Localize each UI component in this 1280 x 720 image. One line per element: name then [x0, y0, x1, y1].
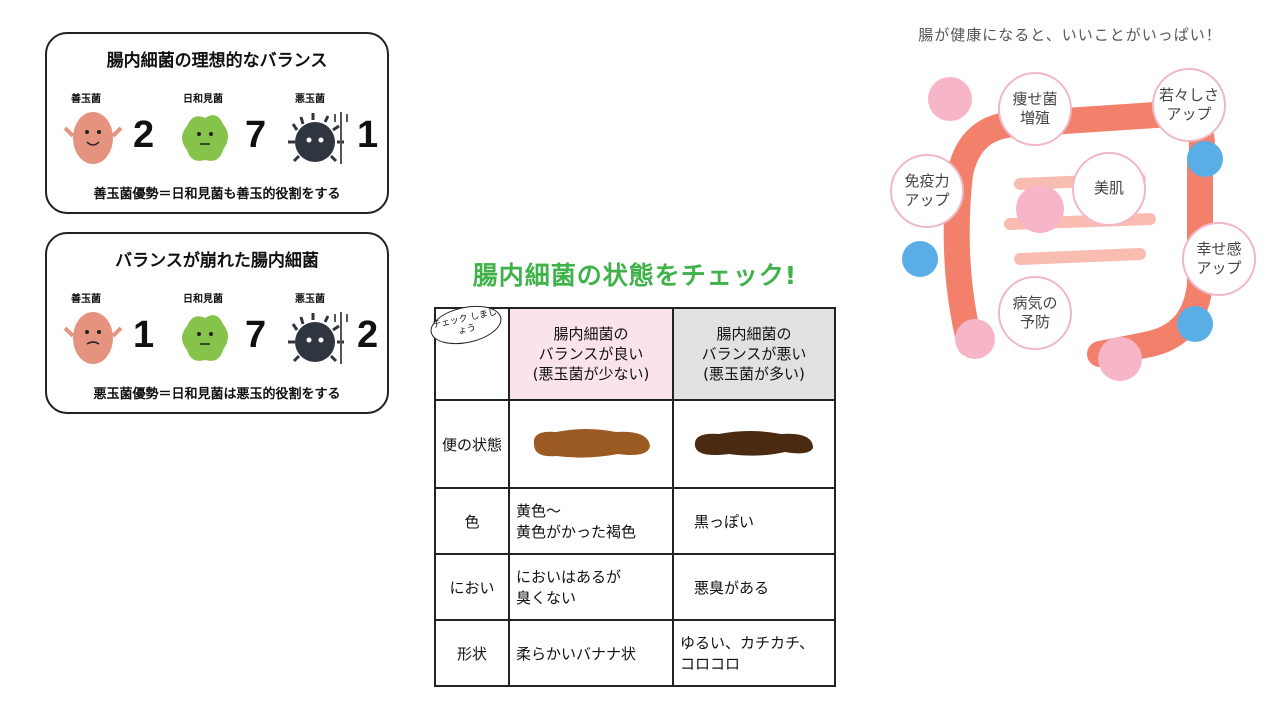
good-stool-icon: [533, 429, 650, 458]
bacteria-label: 悪玉菌: [295, 94, 325, 105]
table-row: におい においはあるが 臭くない 悪臭がある: [434, 553, 836, 621]
neutral-bacteria-icon: [182, 315, 228, 361]
bad-cell: ゆるい、カチカチ、 コロコロ: [672, 619, 836, 687]
table-row: 形状 柔らかいバナナ状 ゆるい、カチカチ、 コロコロ: [434, 619, 836, 687]
bacteria-ratio: 1: [133, 314, 155, 356]
bacteria-label: 悪玉菌: [295, 294, 325, 305]
header-line: (悪玉菌が少ない): [532, 365, 650, 384]
speech-bubble: チェック しましょう: [427, 299, 505, 351]
bad-stool-icon: [694, 431, 813, 456]
header-good-balance: 腸内細菌の バランスが良い (悪玉菌が少ない): [508, 307, 674, 401]
check-table: チェック しましょう 腸内細菌の バランスが良い (悪玉菌が少ない) 腸内細菌の…: [427, 299, 836, 687]
row-label: におい: [434, 553, 510, 621]
good-bacteria-group: 善玉菌 2: [55, 90, 165, 176]
benefit-circle: 美肌: [1072, 152, 1146, 226]
header-bad-balance: 腸内細菌の バランスが悪い (悪玉菌が多い): [672, 307, 836, 401]
check-table-title: 腸内細菌の状態をチェック!: [472, 261, 798, 290]
benefit-circle: 若々しさ アップ: [1152, 68, 1226, 142]
stool-good-cell: [508, 399, 674, 489]
neutral-bacteria-group: 日和見菌 7: [167, 290, 277, 376]
bacteria-ratio: 1: [357, 114, 379, 156]
row-label: 便の状態: [434, 399, 510, 489]
card-title: バランスが崩れた腸内細菌: [115, 251, 319, 271]
benefit-circle: 免疫力 アップ: [890, 154, 964, 228]
table-row: 色 黄色〜 黄色がかった褐色 黒っぽい: [434, 487, 836, 555]
bacteria-label: 日和見菌: [183, 294, 223, 305]
neutral-bacteria-group: 日和見菌 7: [167, 90, 277, 176]
good-cell: 黄色〜 黄色がかった褐色: [508, 487, 674, 555]
good-bacteria-icon: [63, 312, 123, 364]
card-footer: 悪玉菌優勢＝日和見菌は悪玉的役割をする: [93, 387, 341, 402]
header-line: バランスが悪い: [701, 344, 807, 363]
header-line: (悪玉菌が多い): [703, 365, 805, 384]
header-line: 腸内細菌の: [716, 324, 792, 343]
card-footer: 善玉菌優勢＝日和見菌も善玉的役割をする: [93, 187, 341, 202]
bacteria-ratio: 2: [133, 114, 155, 156]
bacteria-label: 善玉菌: [71, 94, 101, 105]
bacteria-label: 日和見菌: [183, 94, 223, 105]
row-label: 形状: [434, 619, 510, 687]
bad-bacteria-group: 悪玉菌 2: [279, 290, 389, 376]
card-title: 腸内細菌の理想的なバランス: [106, 51, 328, 71]
bad-bacteria-group: 悪玉菌 1: [279, 90, 389, 176]
good-bacteria-icon: [63, 112, 123, 164]
unbalanced-card: バランスが崩れた腸内細菌 善玉菌 1 日和見菌 7 悪玉菌 2 悪玉菌: [45, 232, 389, 414]
benefit-circle: 病気の 予防: [998, 276, 1072, 350]
intestine-illustration: 腸が健康になると、いいことがいっぱい！ 痩せ菌 増殖 若々しさ アップ 免疫力 …: [880, 14, 1260, 384]
corner-cell: チェック しましょう: [427, 299, 510, 401]
table-header-row: チェック しましょう 腸内細菌の バランスが良い (悪玉菌が少ない) 腸内細菌の…: [427, 299, 836, 401]
bacteria-ratio: 2: [357, 314, 379, 356]
ideal-balance-card: 腸内細菌の理想的なバランス 善玉菌 2 日和見菌 7 悪玉菌 1 善玉: [45, 32, 389, 214]
bad-cell: 悪臭がある: [672, 553, 836, 621]
bad-bacteria-icon: [288, 312, 348, 364]
neutral-bacteria-icon: [182, 115, 228, 161]
good-cell: 柔らかいバナナ状: [508, 619, 674, 687]
row-label: 色: [434, 487, 510, 555]
benefit-circle: 痩せ菌 増殖: [998, 72, 1072, 146]
table-row: 便の状態: [434, 399, 836, 489]
bacteria-ratio: 7: [245, 114, 267, 156]
illustration-caption: 腸が健康になると、いいことがいっぱい！: [918, 26, 1222, 44]
bacteria-label: 善玉菌: [71, 294, 101, 305]
benefit-circle: 幸せ感 アップ: [1182, 222, 1256, 296]
bad-cell: 黒っぽい: [672, 487, 836, 555]
header-line: バランスが良い: [538, 344, 644, 363]
good-bacteria-group: 善玉菌 1: [55, 290, 165, 376]
stool-bad-cell: [672, 399, 836, 489]
good-cell: においはあるが 臭くない: [508, 553, 674, 621]
header-line: 腸内細菌の: [553, 324, 629, 343]
bad-bacteria-icon: [288, 112, 348, 164]
bacteria-ratio: 7: [245, 314, 267, 356]
